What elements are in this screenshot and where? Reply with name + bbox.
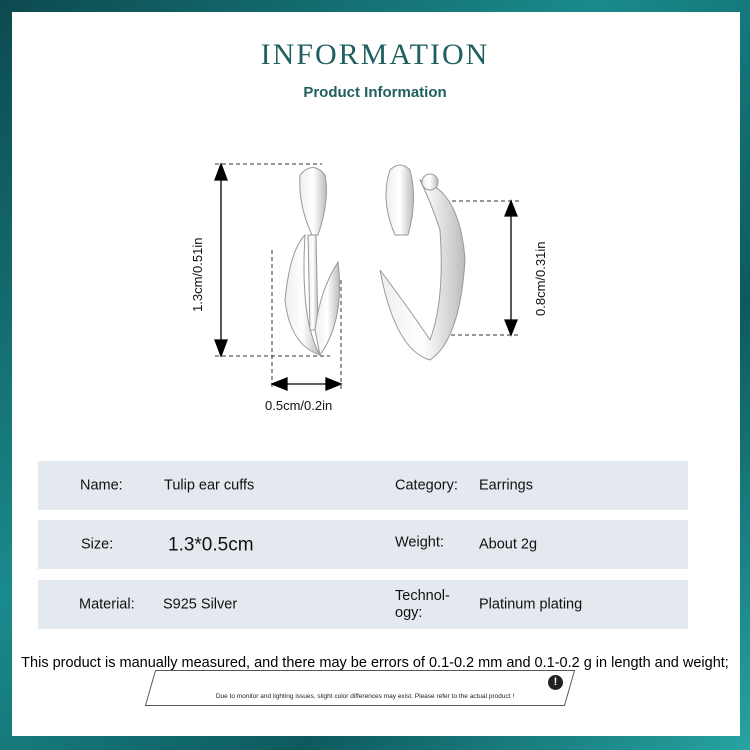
earring-front-image (284, 167, 341, 357)
height-dimension-label: 1.3cm/0.51in (190, 237, 205, 312)
spec-value: 1.3*0.5cm (168, 534, 254, 555)
spec-row: Size: 1.3*0.5cm Weight: About 2g (38, 520, 688, 569)
measurement-note: This product is manually measured, and t… (21, 655, 729, 671)
spec-value: Earrings (479, 477, 533, 493)
spec-label: Size: (81, 536, 114, 552)
spec-label: Technol- ogy: (395, 587, 450, 621)
dimension-arrows (214, 162, 518, 391)
spec-label: Weight: (395, 534, 444, 550)
inner-dimension-label: 0.8cm/0.31in (533, 241, 548, 316)
spec-row: Name: Tulip ear cuffs Category: Earrings (38, 461, 688, 510)
page-subtitle: Product Information (303, 84, 447, 101)
product-dimension-figure (214, 162, 520, 391)
spec-value: Platinum plating (479, 596, 583, 612)
spec-row: Material: S925 Silver Technol- ogy: Plat… (38, 580, 688, 629)
spec-value: S925 Silver (163, 596, 238, 612)
spec-label: Name: (80, 477, 123, 493)
spec-value: About 2g (479, 536, 538, 552)
spec-label: Material: (79, 596, 135, 612)
dimension-guides (215, 163, 520, 390)
page-title: INFORMATION (260, 38, 490, 71)
spec-value: Tulip ear cuffs (164, 477, 255, 493)
spec-label: Category: (395, 477, 458, 493)
warning-icon: ! (548, 675, 563, 690)
width-dimension-label: 0.5cm/0.2in (265, 398, 333, 413)
color-disclaimer: Due to monitor and lighting issues, slig… (215, 693, 515, 700)
earring-side-image (379, 164, 466, 361)
